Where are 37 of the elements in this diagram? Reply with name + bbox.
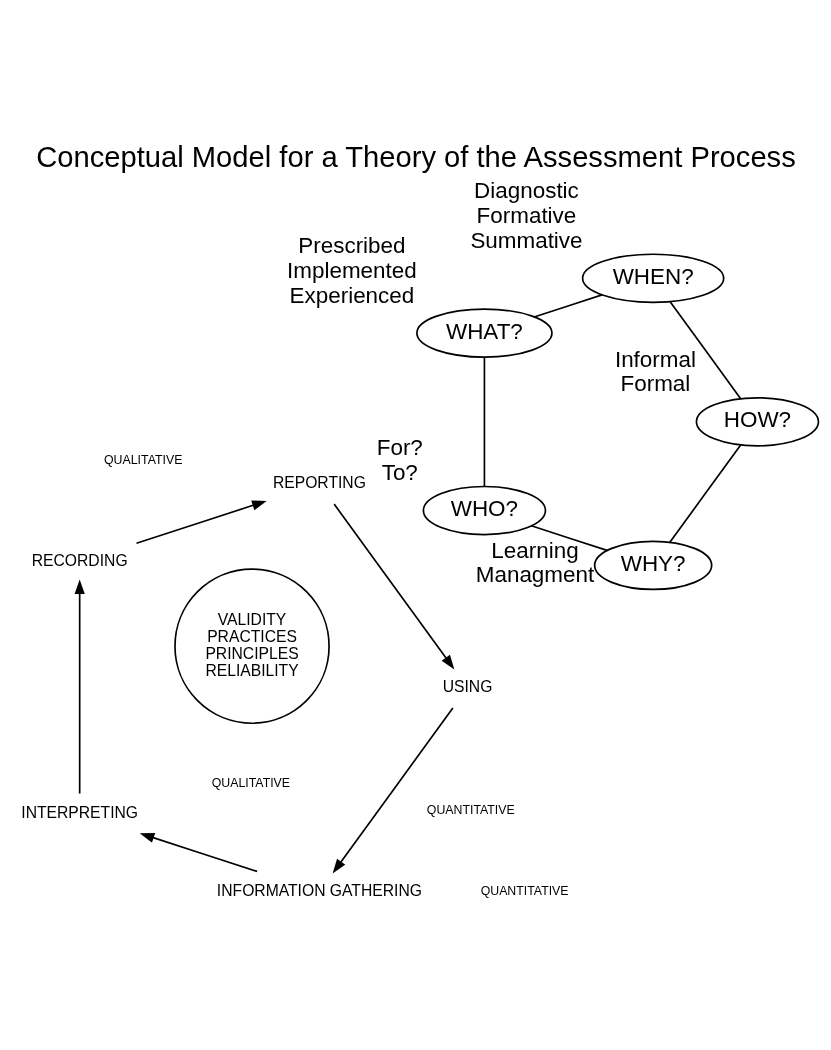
node-text: INFORMATION GATHERING	[216, 881, 422, 899]
arrow	[332, 706, 454, 873]
label: QUANTITATIVE	[480, 883, 569, 898]
node-label: Diagnostic	[473, 177, 579, 203]
connector	[483, 355, 485, 487]
arrow	[139, 832, 258, 872]
node-label: Summative	[469, 227, 583, 253]
node-ellipse: WHO?	[422, 485, 546, 535]
node-text: REPORTING	[272, 473, 366, 491]
node-label: Experienced	[289, 282, 414, 308]
node-label: For?	[376, 434, 423, 460]
node-label: Learning	[490, 537, 579, 563]
node-ellipse: HOW?	[695, 396, 819, 447]
connector	[530, 524, 608, 551]
node-ellipse: WHAT?	[415, 307, 553, 358]
node-ellipse: WHEN?	[581, 252, 724, 303]
connector	[532, 293, 603, 318]
node-circle: VALIDITY PRACTICES PRINCIPLES RELIABILITY	[173, 567, 330, 724]
diagram-title: Conceptual Model for a Theory of the Assessment Process	[35, 140, 796, 173]
node-text: RECORDING	[31, 551, 128, 569]
label: QUANTITATIVE	[426, 802, 515, 817]
node-label: To?	[381, 459, 418, 485]
node-label: Implemented	[286, 257, 417, 283]
node-label: Informal	[614, 346, 696, 372]
connector	[668, 443, 741, 543]
label: QUALITATIVE	[103, 452, 182, 467]
node-ellipse: WHY?	[593, 540, 712, 590]
arrow	[135, 500, 267, 544]
node-text: USING	[442, 677, 492, 695]
node-label: Formal	[620, 370, 690, 396]
arrow	[74, 578, 85, 794]
node-label: Formative	[476, 202, 576, 228]
label: QUALITATIVE	[211, 775, 290, 790]
node-label: Prescribed	[297, 232, 406, 258]
connector	[668, 300, 741, 399]
node-text: INTERPRETING	[20, 803, 138, 821]
arrow	[332, 502, 454, 670]
